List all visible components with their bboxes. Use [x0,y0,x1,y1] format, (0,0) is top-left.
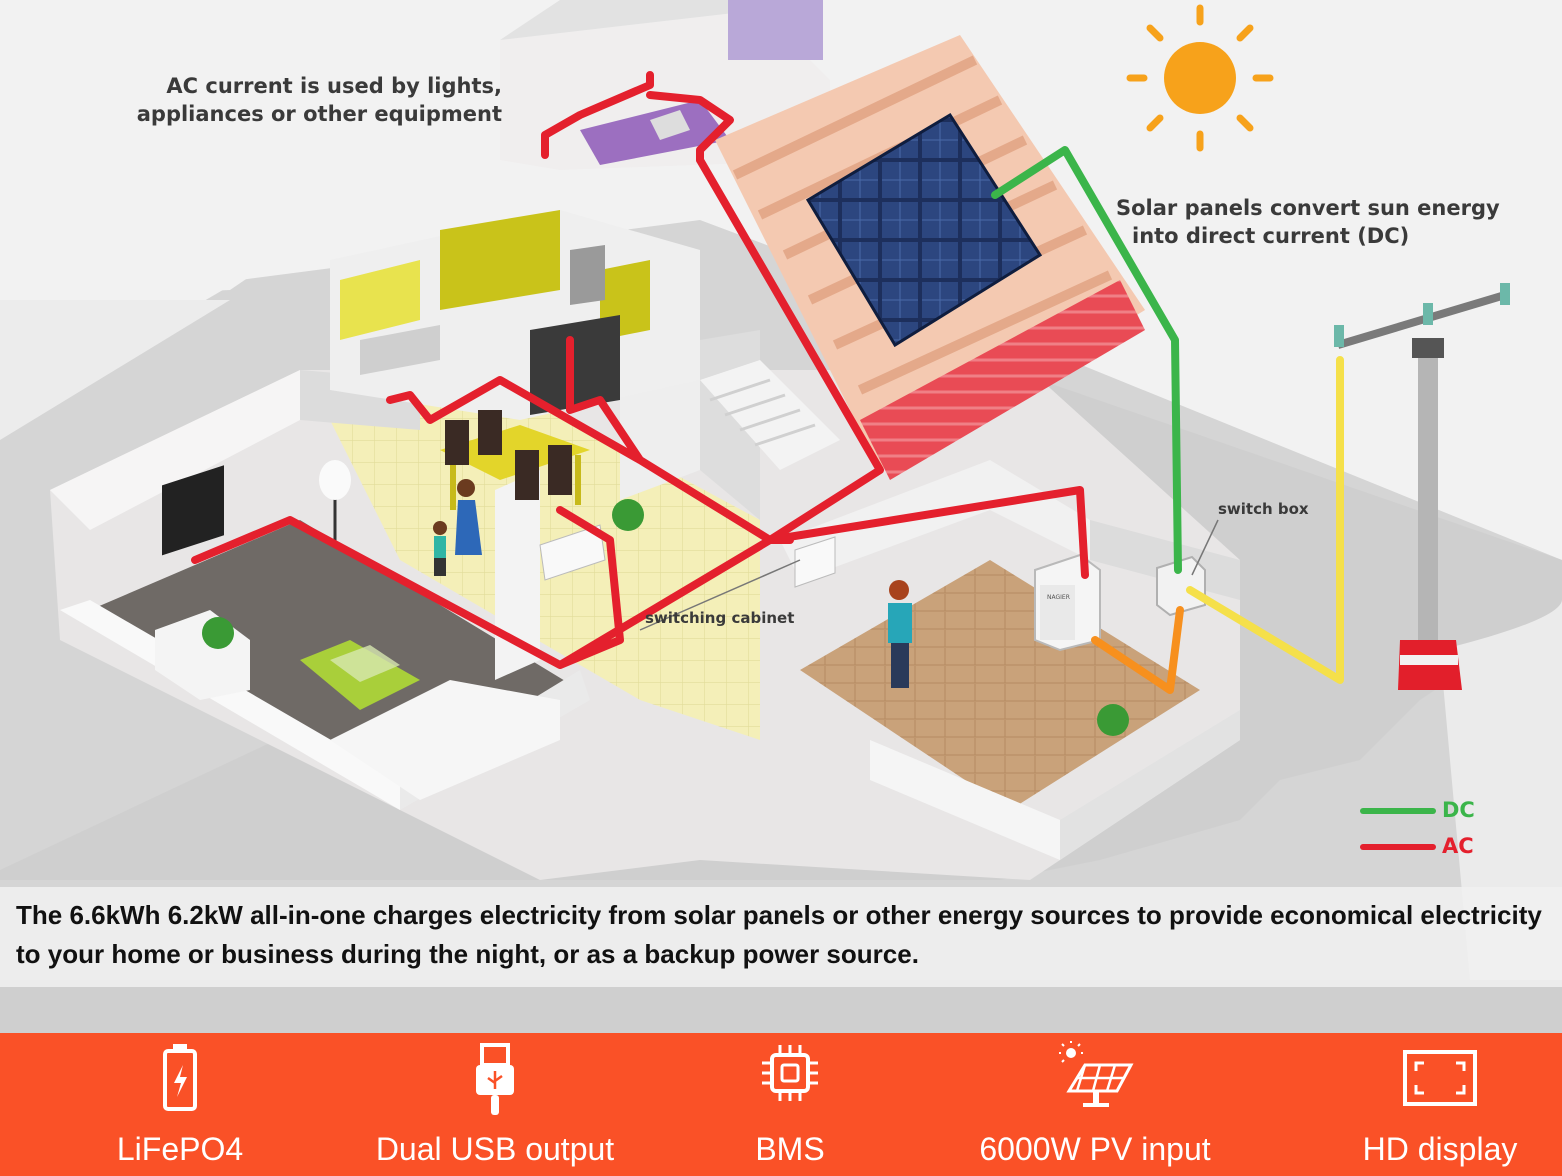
kitchen [330,210,700,420]
feature-hd-display: HD display [1340,1033,1540,1176]
roof [715,35,1145,480]
grid-wire [1186,356,1344,684]
feature-label: HD display [1362,1131,1518,1167]
feature-label: 6000W PV input [979,1131,1211,1167]
ac-wire-upstairs [541,71,734,164]
sun-icon [1126,4,1274,152]
switch-box-label: switch box [1218,500,1309,518]
feature-label: LiFePO4 [116,1131,244,1167]
switching-cabinet-label: switching cabinet [645,609,795,627]
switch-box [1156,519,1219,617]
feature-bar: LiFePO4 Dual USB output BMS [0,1033,1562,1176]
legend-swatch [1360,808,1436,814]
battery-icon [163,1044,197,1111]
television [162,465,224,556]
laptop [650,110,690,140]
legend-swatch [1360,844,1436,850]
solar-panel [805,112,1043,348]
wiring [191,71,1344,694]
feature-label: BMS [755,1131,825,1167]
sink [360,325,440,375]
inverter-brand-label: NAGIER [1047,594,1070,601]
range-hood [570,245,605,305]
oven [530,315,620,415]
solar-label: Solar panels convert sun energy into dir… [1116,196,1500,248]
battery-wire [1091,606,1184,694]
sofa [330,680,560,800]
usb-icon [476,1043,514,1115]
bed [580,100,730,165]
feature-bms: BMS [690,1033,890,1176]
kitchen-blind [340,260,420,340]
feature-dual-usb: Dual USB output [360,1033,630,1176]
bedroom-window [728,0,823,60]
dc-wire [991,146,1182,574]
feature-label: Dual USB output [375,1131,615,1167]
callout-lines [639,559,801,631]
display-icon [1403,1050,1477,1106]
solar-panel-icon [1059,1041,1134,1107]
feature-pv-input: 6000W PV input [960,1033,1230,1176]
legend-item-dc: DC [1360,795,1520,825]
legend: DC AC [1360,795,1520,865]
caption-band [0,887,1562,987]
ac-wire-main [386,156,1089,579]
dining-table [440,410,590,510]
legend-item-ac: AC [1360,831,1520,861]
kitchen-cabinets [440,210,560,310]
feature-lifepo4: LiFePO4 [80,1033,280,1176]
chip-icon [762,1045,818,1101]
product-description: The 6.6kWh 6.2kW all-in-one charges elec… [16,900,1542,969]
ac-usage-label: AC current is used by lights, appliances… [136,74,502,126]
ac-wire-living [191,506,774,669]
utility-pole [1334,283,1510,690]
plants [202,499,1129,736]
staircase [700,360,840,470]
people [433,479,912,688]
coffee-table [330,645,400,682]
switching-cabinet-box [794,536,836,588]
